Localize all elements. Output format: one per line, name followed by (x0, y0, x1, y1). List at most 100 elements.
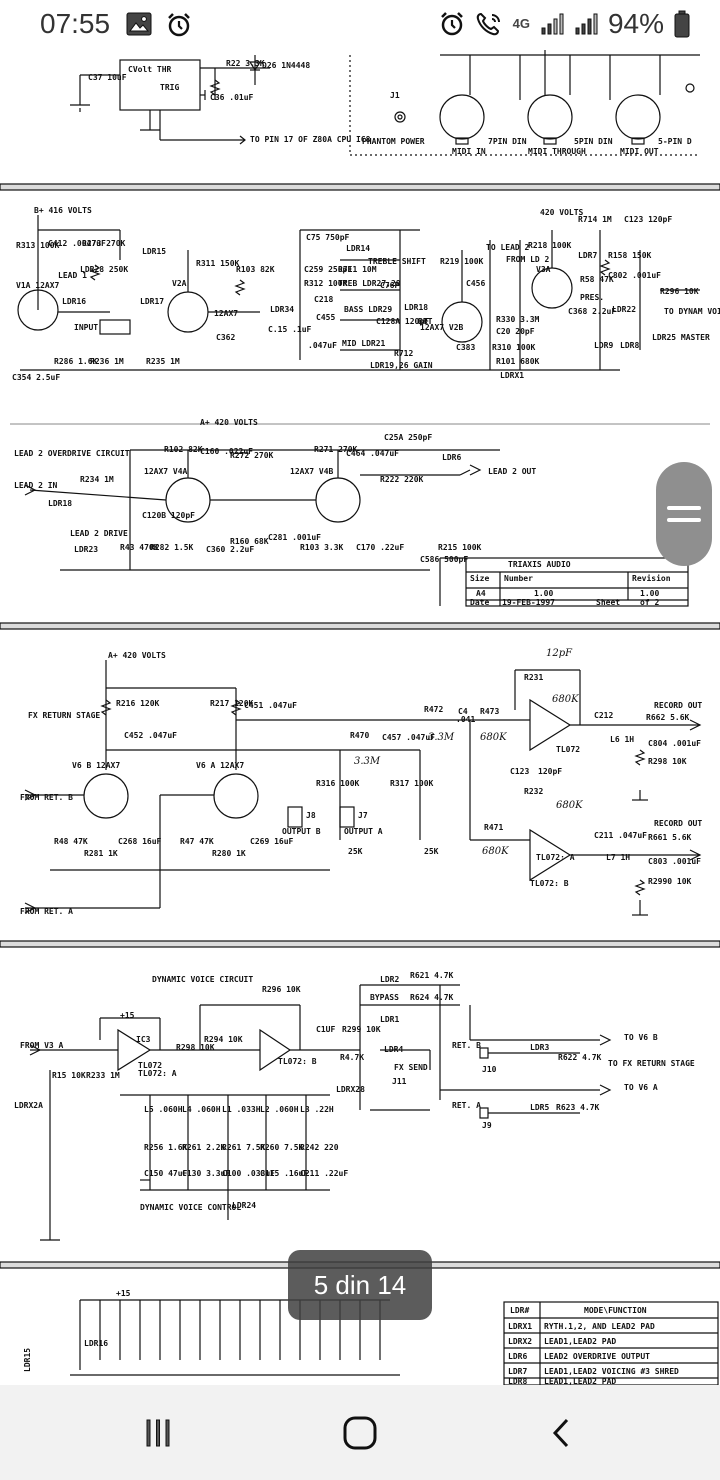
schem-label: R621 4.7K (410, 971, 454, 980)
schem-label: LDR4 (384, 1045, 403, 1054)
home-button[interactable] (330, 1403, 390, 1463)
schem-label: TO V6 A (624, 1083, 658, 1092)
schem-label: C362 (216, 333, 235, 342)
schem-label: L7 1H (606, 853, 630, 862)
schem-label: C123 120pF (624, 215, 672, 224)
schem-label: TL072: A (536, 853, 575, 862)
title-block-label: Size (470, 573, 489, 583)
schem-label: J1 (390, 91, 400, 100)
schem-label: +15 (120, 1011, 135, 1020)
schem-label: C170 .22uF (356, 543, 404, 552)
schem-label: L6 1H (610, 735, 634, 744)
schem-label: C20 20pF (496, 327, 535, 336)
schem-label: R47 47K (180, 837, 214, 846)
schem-label: C75 750pF (306, 233, 350, 242)
schem-label: C412 .0047uF (48, 239, 106, 248)
schem-label: C464 .047uF (346, 449, 399, 458)
title-block-label: Date (470, 598, 489, 607)
handle-grip-line (667, 518, 701, 522)
ldr-table-cell: LDRX1 (508, 1322, 532, 1331)
schem-label: V6 B 12AX7 (72, 761, 120, 770)
title-block-label: 1.00 (534, 589, 553, 598)
schem-label: R242 220 (300, 1143, 339, 1152)
fast-scroll-handle[interactable] (656, 462, 712, 566)
handwritten-note: 680K (480, 732, 507, 743)
schem-label: R256 1.6K (144, 1143, 188, 1152)
ldr-table-cell: LEAD1,LEAD2 VOICING #3 SHRED (544, 1367, 679, 1376)
ldr-table-cell: LDR7 (508, 1367, 527, 1376)
schem-label: TL072 (138, 1061, 162, 1070)
schem-label: LEAD 1 (58, 271, 87, 280)
schem-label: R624 4.7K (410, 993, 454, 1002)
schem-label: LDR18 (404, 303, 428, 312)
schem-label: PHANTOM POWER (362, 137, 425, 146)
handwritten-note: 3.3M (428, 732, 455, 743)
schem-label: FROM RET. A (20, 907, 73, 916)
schem-label: C456 (466, 279, 485, 288)
schem-label: R235 1M (146, 357, 180, 366)
schem-label: L5 .060H (144, 1105, 183, 1114)
schem-label: R298 10K (176, 1043, 215, 1052)
schem-label: TO LEAD 2 (486, 243, 530, 252)
schem-label: LDR28 250K (80, 265, 128, 274)
schem-label: A+ 420 VOLTS (200, 418, 258, 427)
schem-label: C123 (510, 767, 529, 776)
schem-label: C1UF (316, 1025, 335, 1034)
battery-icon (674, 10, 690, 38)
schem-label: 12AX7 V4A (144, 467, 188, 476)
schem-label: C120B 120pF (142, 511, 195, 520)
handwritten-note: 3.3M (354, 756, 381, 767)
schem-label: R286 1.6K (54, 357, 98, 366)
schem-label: C130 3.3uF (182, 1169, 230, 1178)
schem-label: R472 (424, 705, 443, 714)
schem-label: C269 16uF (250, 837, 294, 846)
schem-label: TL072 (556, 745, 580, 754)
schem-label: INPUT (74, 323, 98, 332)
schem-label: R312 100K (304, 279, 348, 288)
schem-label: C281 .001uF (268, 533, 321, 542)
status-bar: 07:55 4G 94% (0, 0, 720, 50)
schem-label: TO DYNAM VOICE (664, 307, 720, 316)
schem-label: C150 47uF (144, 1169, 188, 1178)
schem-label: C455 (316, 313, 335, 322)
schem-label: R58 47K (580, 275, 614, 284)
schem-label: LDR14 (346, 244, 370, 253)
status-time: 07:55 (40, 8, 111, 39)
handwritten-note: 680K (482, 846, 509, 857)
schem-label: LDRX2A (14, 1101, 43, 1110)
schem-label: RECORD OUT (654, 701, 702, 710)
schem-label: C100 .033uF (222, 1169, 275, 1178)
status-left-icons (126, 12, 192, 38)
handwritten-note: 680K (556, 800, 583, 811)
schem-label: C451 .047uF (244, 701, 297, 710)
schem-label: J11 (392, 1077, 407, 1086)
schem-label: FROM RET. B (20, 793, 73, 802)
back-button[interactable] (532, 1403, 592, 1463)
schem-label: C211 .047uF (594, 831, 647, 840)
schem-label: R217 120K (210, 699, 254, 708)
document-viewer[interactable]: CVolt THR TRIG R22 3.3K D26 1N4448 C37 1… (0, 50, 720, 1385)
schem-label: .047uF (308, 341, 337, 350)
schem-label: LDR1 (380, 1015, 399, 1024)
schem-label: C268 16uF (118, 837, 162, 846)
schem-label: C211 .22uF (300, 1169, 348, 1178)
schem-label: B+ 416 VOLTS (34, 206, 92, 215)
page-separator (0, 940, 720, 948)
handwritten-note: 12pF (546, 648, 573, 659)
recents-button[interactable] (128, 1403, 188, 1463)
ldr-table-cell: LDRX2 (508, 1337, 532, 1346)
schem-label: V6 A 12AX7 (196, 761, 244, 770)
schem-label: MIDI THROUGH (528, 147, 586, 156)
schem-label: R471 (484, 823, 503, 832)
schem-label: TRIG (160, 83, 179, 92)
schem-label: R219 100K (440, 257, 484, 266)
schem-label: LDR3 (530, 1043, 549, 1052)
alarm-icon (440, 12, 463, 36)
schem-label: R313 100K (16, 241, 60, 250)
schem-label: LDR19,26 GAIN (370, 361, 433, 370)
title-block-label: Sheet (596, 598, 620, 607)
schem-label: R623 4.7K (556, 1103, 600, 1112)
schem-label: LDR34 (270, 305, 294, 314)
schem-label: TREB LDR27,28 (338, 279, 401, 288)
schematic-image: CVolt THR TRIG R22 3.3K D26 1N4448 C37 1… (0, 50, 720, 1385)
